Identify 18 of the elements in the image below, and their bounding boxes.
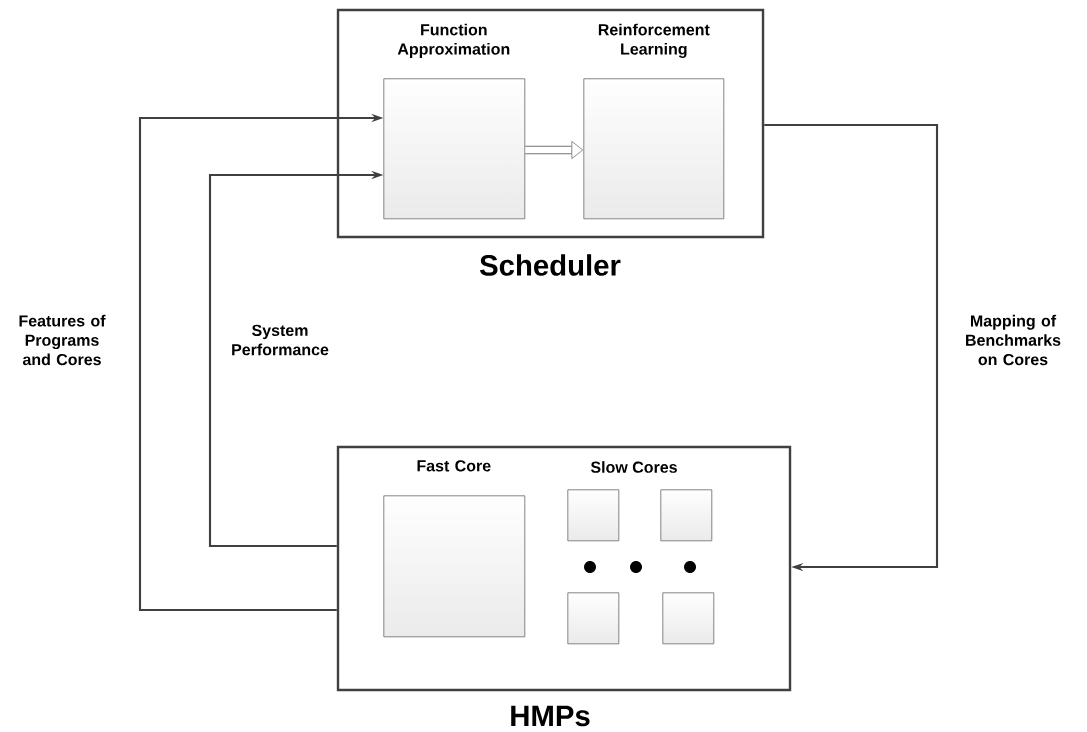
node-label: Fast Core: [417, 460, 491, 472]
group-heading: Slow Cores: [590, 461, 677, 473]
component-box: Fast Core: [383, 460, 526, 638]
component-box: Function Approximation: [383, 23, 526, 220]
edge-label: Mapping of Benchmarks on Cores: [966, 314, 1061, 366]
component-box: [662, 592, 715, 645]
component-box: [567, 489, 620, 542]
edge-label: System Performance: [232, 324, 329, 356]
arrow: [525, 141, 584, 159]
component-box: Reinforcement Learning: [583, 23, 725, 220]
node-label: HMPs: [511, 705, 590, 727]
edge-label: Features of Programs and Cores: [19, 314, 106, 366]
component-box: [660, 489, 713, 542]
arrow: [764, 123, 939, 572]
component-box: [567, 592, 620, 645]
node-label: Scheduler: [479, 254, 621, 276]
node-label: Reinforcement Learning: [598, 23, 710, 58]
node-label: Function Approximation: [397, 23, 510, 58]
